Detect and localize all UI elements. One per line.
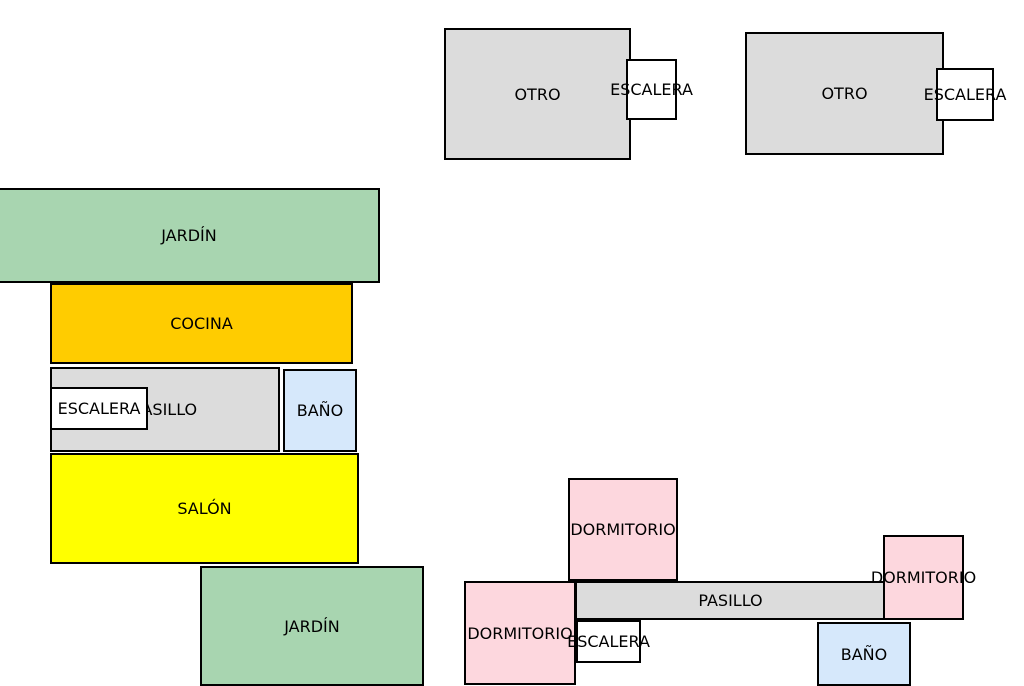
room-escalera: ESCALERA: [50, 387, 148, 430]
room-label: ESCALERA: [567, 632, 650, 651]
room-label: BAÑO: [840, 644, 888, 664]
room-escalera: ESCALERA: [924, 68, 1006, 121]
room-label: DORMITORIO: [570, 520, 676, 539]
room-bano: BAÑO: [817, 622, 911, 686]
room-label: SALÓN: [177, 499, 232, 518]
room-jardin: JARDÍN: [0, 188, 380, 283]
room-label: BAÑO: [296, 401, 344, 420]
room-cocina: COCINA: [50, 283, 353, 364]
room-dormitorio: DORMITORIO: [464, 581, 576, 685]
room-salon: SALÓN: [50, 453, 359, 564]
room-label: JARDÍN: [161, 226, 217, 245]
room-label: DORMITORIO: [467, 623, 573, 643]
room-label: OTRO: [821, 84, 868, 103]
room-label: PASILLO: [698, 591, 763, 610]
room-escalera: ESCALERA: [610, 59, 693, 120]
room-dormitorio: DORMITORIO: [568, 478, 678, 581]
room-label: COCINA: [170, 314, 233, 333]
room-label: ESCALERA: [923, 85, 1007, 104]
room-label: JARDÍN: [284, 616, 340, 636]
room-escalera: ESCALERA: [567, 620, 650, 663]
room-label: ESCALERA: [57, 399, 141, 418]
room-otro: OTRO: [745, 32, 944, 155]
room-dormitorio: DORMITORIO: [871, 535, 976, 620]
room-bano: BAÑO: [283, 369, 357, 452]
room-label: OTRO: [514, 84, 561, 104]
room-jardin: JARDÍN: [200, 566, 424, 686]
room-pasillo: PASILLO: [575, 581, 886, 620]
room-label: DORMITORIO: [870, 568, 977, 587]
room-otro: OTRO: [444, 28, 631, 160]
